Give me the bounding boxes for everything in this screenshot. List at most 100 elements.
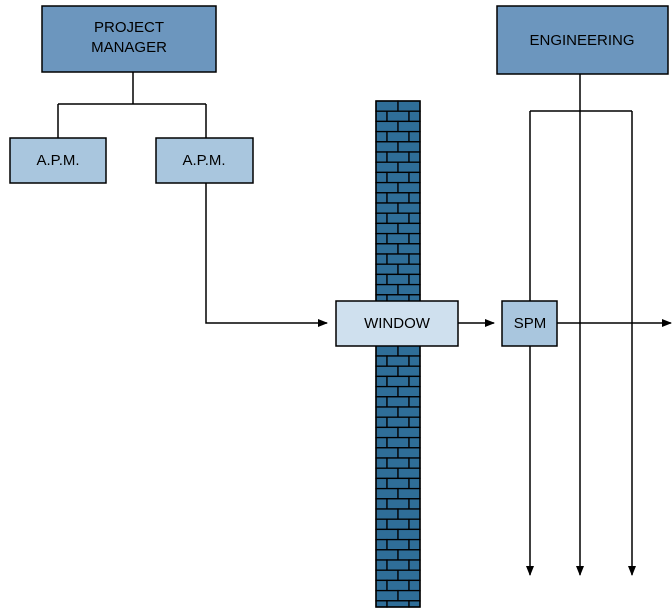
wall-brick <box>409 132 420 142</box>
wall-brick <box>398 448 420 458</box>
wall-brick <box>398 489 420 499</box>
wall-brick <box>398 366 420 376</box>
wall-brick <box>409 478 420 488</box>
wall-brick <box>398 183 420 193</box>
wall-brick <box>398 509 420 519</box>
wall-brick <box>398 529 420 539</box>
wall-brick <box>376 172 387 182</box>
window-label: WINDOW <box>364 315 431 332</box>
wall-brick <box>409 193 420 203</box>
wall-brick <box>387 254 409 264</box>
wall-brick <box>376 244 398 254</box>
wall-brick <box>376 417 387 427</box>
wall-brick <box>387 213 409 223</box>
wall-brick <box>376 407 398 417</box>
wall-brick <box>387 132 409 142</box>
wall-brick <box>409 152 420 162</box>
wall-brick <box>387 499 409 509</box>
wall-brick <box>409 540 420 550</box>
wall-brick <box>376 121 398 131</box>
brick-wall <box>376 101 420 607</box>
wall-brick <box>398 570 420 580</box>
wall-brick <box>409 458 420 468</box>
wall-brick <box>376 346 398 356</box>
apm-left-label: A.P.M. <box>36 152 79 169</box>
wall-brick <box>387 274 409 284</box>
wall-brick <box>376 448 398 458</box>
wall-brick <box>387 234 409 244</box>
wall-brick <box>398 142 420 152</box>
wall-brick <box>376 478 387 488</box>
wall-brick <box>398 121 420 131</box>
wall-brick <box>387 397 409 407</box>
wall-brick <box>376 152 387 162</box>
apm-left-box: A.P.M. <box>10 138 106 183</box>
wall-brick <box>387 601 409 607</box>
wall-brick <box>376 438 387 448</box>
wall-brick <box>376 580 387 590</box>
wall-brick <box>376 223 398 233</box>
wall-brick <box>409 356 420 366</box>
wall-brick <box>376 376 387 386</box>
wall-brick <box>398 427 420 437</box>
wall-brick <box>387 580 409 590</box>
wall-brick <box>376 570 398 580</box>
wall-brick <box>409 254 420 264</box>
wall-brick <box>409 172 420 182</box>
wall-brick <box>409 274 420 284</box>
wall-brick <box>376 193 387 203</box>
window-box: WINDOW <box>336 301 458 346</box>
wall-brick <box>387 376 409 386</box>
wall-brick <box>387 152 409 162</box>
wall-brick <box>409 601 420 607</box>
wall-brick <box>376 101 398 111</box>
wall-brick <box>376 489 398 499</box>
wall-brick <box>376 234 387 244</box>
wall-brick <box>409 111 420 121</box>
wall-brick <box>398 285 420 295</box>
wall-brick <box>376 366 398 376</box>
spm-label: SPM <box>514 315 547 332</box>
wall-brick <box>387 458 409 468</box>
spm-box: SPM <box>502 301 557 346</box>
wall-brick <box>387 356 409 366</box>
apm-right-label: A.P.M. <box>182 152 225 169</box>
wall-brick <box>376 264 398 274</box>
wall-brick <box>409 397 420 407</box>
project-manager-box: PROJECT MANAGER <box>42 6 216 72</box>
wall-brick <box>409 580 420 590</box>
wall-brick <box>376 183 398 193</box>
wall-brick <box>409 234 420 244</box>
wall-brick <box>398 101 420 111</box>
wall-brick <box>387 478 409 488</box>
wall-brick <box>409 213 420 223</box>
wall-brick <box>409 499 420 509</box>
wall-brick <box>398 407 420 417</box>
wall-brick <box>376 519 387 529</box>
wall-brick <box>387 417 409 427</box>
wall-brick <box>376 274 387 284</box>
wall-brick <box>376 499 387 509</box>
wall-brick <box>398 162 420 172</box>
wall-brick <box>376 203 398 213</box>
wall-brick <box>398 244 420 254</box>
engineering-box: ENGINEERING <box>497 6 668 74</box>
wall-brick <box>376 213 387 223</box>
wall-brick <box>376 285 398 295</box>
wall-brick <box>409 376 420 386</box>
wall-brick <box>398 223 420 233</box>
wall-brick <box>376 540 387 550</box>
wall-brick <box>398 203 420 213</box>
wall-brick <box>376 111 387 121</box>
wall-brick <box>376 529 398 539</box>
wall-brick <box>376 458 387 468</box>
wall-brick <box>409 519 420 529</box>
wall-brick <box>376 397 387 407</box>
apm-to-window-arrow <box>206 183 327 323</box>
wall-brick <box>376 142 398 152</box>
wall-brick <box>409 417 420 427</box>
wall-brick <box>376 387 398 397</box>
wall-brick <box>387 519 409 529</box>
wall-brick <box>398 387 420 397</box>
